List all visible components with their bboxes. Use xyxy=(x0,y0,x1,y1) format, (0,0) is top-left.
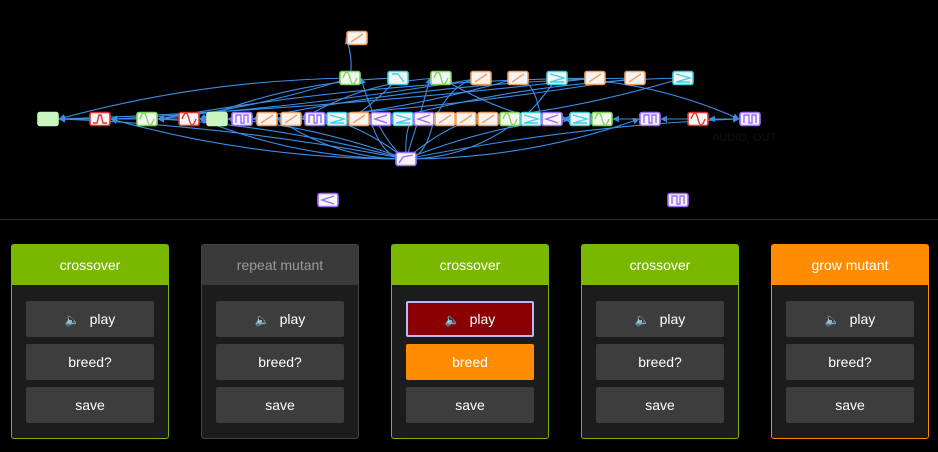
graph-node-sine-icon[interactable] xyxy=(178,111,200,127)
graph-edge xyxy=(277,118,407,160)
graph-node-arrow-icon[interactable] xyxy=(546,70,568,86)
speaker-icon: 🔈 xyxy=(64,313,80,327)
save-button[interactable]: save xyxy=(406,387,534,423)
graph-node-ramp-icon[interactable] xyxy=(280,111,302,127)
play-button[interactable]: 🔈 play xyxy=(406,301,534,337)
panel-title: repeat mutant xyxy=(202,245,358,285)
speaker-icon: 🔈 xyxy=(824,313,840,327)
graph-node-chevron-icon[interactable] xyxy=(370,111,392,127)
panel-title: crossover xyxy=(12,245,168,285)
divider xyxy=(0,219,938,220)
graph-node-pulse-icon[interactable] xyxy=(231,111,253,127)
graph-node-pulse-icon[interactable] xyxy=(667,192,689,208)
play-label: play xyxy=(659,311,686,327)
graph-node-arrow-icon[interactable] xyxy=(569,111,591,127)
save-button[interactable]: save xyxy=(216,387,344,423)
graph-edge xyxy=(405,77,432,160)
graph-node-ramp-icon[interactable] xyxy=(348,111,370,127)
graph-node-ramp-icon[interactable] xyxy=(470,70,492,86)
play-label: play xyxy=(469,311,496,327)
graph-node-arrow-icon[interactable] xyxy=(672,70,694,86)
speaker-icon: 🔈 xyxy=(444,313,460,327)
speaker-icon: 🔈 xyxy=(254,313,270,327)
patch-graph-canvas: AUDIO_OUT xyxy=(37,30,776,208)
play-button[interactable]: 🔈 play xyxy=(596,301,724,337)
graph-node-arrow-icon[interactable] xyxy=(326,111,348,127)
play-button[interactable]: 🔈 play xyxy=(786,301,914,337)
play-button[interactable]: 🔈 play xyxy=(216,301,344,337)
graph-node-pulse-icon[interactable] xyxy=(639,111,661,127)
graph-node-chevron-icon[interactable] xyxy=(317,192,339,208)
candidate-panel-5: grow mutant 🔈 play breed? save xyxy=(771,244,929,439)
graph-edge xyxy=(58,77,351,121)
save-button[interactable]: save xyxy=(26,387,154,423)
candidate-panels: crossover 🔈 play breed? save repeat mutan… xyxy=(0,220,938,452)
graph-node-ramp-icon[interactable] xyxy=(584,70,606,86)
breed-button[interactable]: breed? xyxy=(596,344,724,380)
graph-node-blank-icon[interactable] xyxy=(206,111,228,127)
graph-node-arrow-icon[interactable] xyxy=(520,111,542,127)
candidate-panel-4: crossover 🔈 play breed? save xyxy=(581,244,739,439)
graph-edge xyxy=(58,77,596,123)
graph-node-ramp-icon[interactable] xyxy=(434,111,456,127)
graph-node-arrow-icon[interactable] xyxy=(392,111,414,127)
candidate-panel-2: repeat mutant 🔈 play breed? save xyxy=(201,244,359,439)
graph-node-sine-icon[interactable] xyxy=(430,70,452,86)
graph-edge xyxy=(252,77,636,123)
graph-node-bump-icon[interactable] xyxy=(89,111,111,127)
candidate-panel-3: crossover 🔈 play breed save xyxy=(391,244,549,439)
speaker-icon: 🔈 xyxy=(634,313,650,327)
graph-node-ramp-icon[interactable] xyxy=(507,70,529,86)
patch-graph: AUDIO_OUT xyxy=(0,0,938,219)
breed-button[interactable]: breed xyxy=(406,344,534,380)
graph-node-sine-icon[interactable] xyxy=(687,111,709,127)
panel-title: grow mutant xyxy=(772,245,928,285)
play-label: play xyxy=(89,311,116,327)
graph-node-pulse-icon[interactable] xyxy=(739,111,761,127)
candidate-panel-1: crossover 🔈 play breed? save xyxy=(11,244,169,439)
graph-node-chevron-icon[interactable] xyxy=(541,111,563,127)
play-label: play xyxy=(849,311,876,327)
save-button[interactable]: save xyxy=(786,387,914,423)
graph-node-envelope-icon[interactable] xyxy=(395,151,417,167)
graph-node-blank-icon[interactable] xyxy=(37,111,59,127)
graph-node-chevron-icon[interactable] xyxy=(413,111,435,127)
play-label: play xyxy=(279,311,306,327)
panel-title: crossover xyxy=(582,245,738,285)
breed-button[interactable]: breed? xyxy=(26,344,154,380)
breed-button[interactable]: breed? xyxy=(786,344,914,380)
graph-node-ramp-icon[interactable] xyxy=(455,111,477,127)
graph-node-ramp-icon[interactable] xyxy=(256,111,278,127)
graph-edge xyxy=(199,77,399,120)
graph-node-sine-icon[interactable] xyxy=(591,111,613,127)
panel-title: crossover xyxy=(392,245,548,285)
output-label: AUDIO_OUT xyxy=(712,132,776,144)
graph-node-ramp-icon[interactable] xyxy=(477,111,499,127)
graph-edge xyxy=(110,117,407,160)
graph-node-ramp-down-icon[interactable] xyxy=(387,70,409,86)
graph-node-ramp-icon[interactable] xyxy=(346,30,368,46)
graph-edges xyxy=(58,37,751,160)
graph-node-sine-icon[interactable] xyxy=(499,111,521,127)
save-button[interactable]: save xyxy=(596,387,724,423)
graph-edge xyxy=(252,77,636,122)
play-button[interactable]: 🔈 play xyxy=(26,301,154,337)
graph-node-sine-icon[interactable] xyxy=(136,111,158,127)
graph-edge xyxy=(199,118,407,160)
graph-node-ramp-icon[interactable] xyxy=(624,70,646,86)
breed-button[interactable]: breed? xyxy=(216,344,344,380)
graph-node-sine-icon[interactable] xyxy=(339,70,361,86)
graph-node-pulse-icon[interactable] xyxy=(304,111,326,127)
graph-edge xyxy=(157,77,596,122)
